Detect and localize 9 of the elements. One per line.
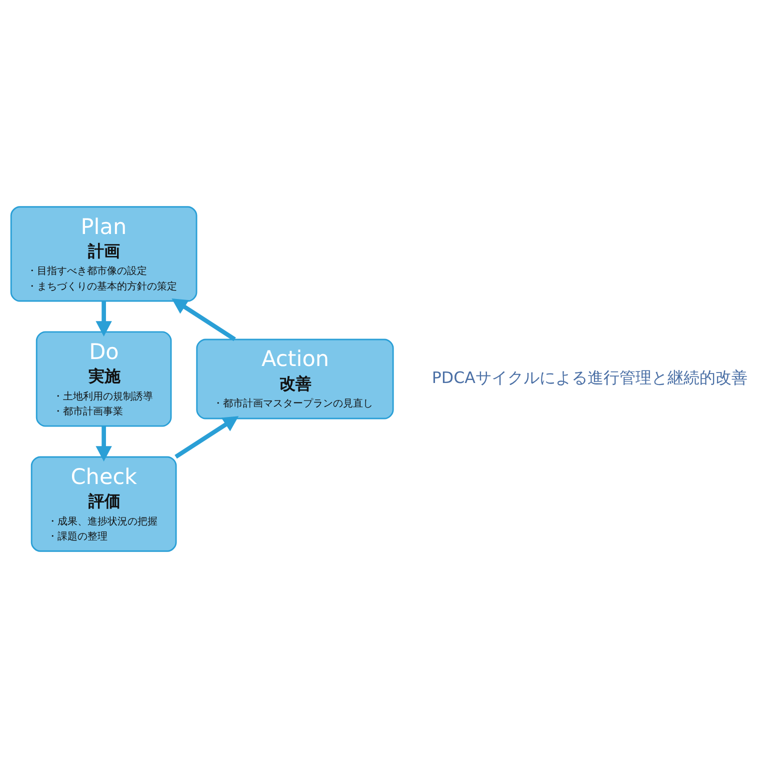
label: PDCAサイクルによる進行管理と継続的改善 <box>432 368 748 388</box>
node-box: Action 改善 ・都市計画マスタープランの見直し <box>196 338 394 420</box>
node-box: Check 評価 ・成果、進捗状況の把握 ・課題の整理 <box>30 456 177 552</box>
arrow <box>174 416 239 459</box>
arrow <box>96 301 112 336</box>
arrow <box>96 426 112 462</box>
node-box: Plan 計画 ・目指すべき都市像の設定 ・まちづくりの基本的方針の策定 <box>10 206 198 302</box>
node-box: Do 実施 ・土地利用の規制誘導 ・都市計画事業 <box>36 331 172 427</box>
arrow <box>172 298 236 342</box>
